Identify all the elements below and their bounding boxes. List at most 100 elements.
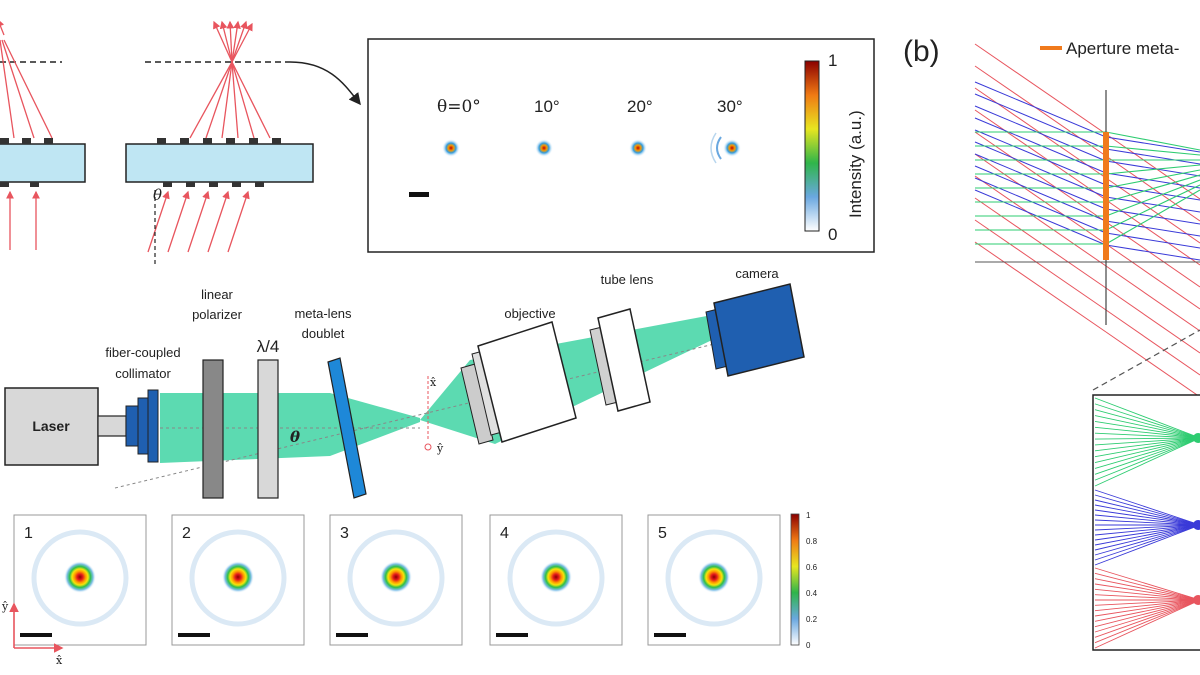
focus-ray [1094, 524, 1200, 541]
focus-ray [1094, 599, 1200, 633]
focus-ray [1094, 599, 1200, 612]
ray-green [1105, 189, 1200, 245]
linear-polarizer [202, 359, 224, 499]
substrate-right [125, 143, 314, 183]
spot-label-2: 2 [182, 525, 191, 542]
panel-b: (b) Aperture meta- [903, 35, 1200, 651]
focus-ray [1094, 524, 1200, 546]
ray-red [1105, 243, 1200, 310]
ray-red [974, 65, 1107, 157]
ray-green [1105, 131, 1200, 151]
ray-blue [974, 93, 1107, 150]
ray-red [1105, 177, 1200, 244]
spot-tile-4: 4 [489, 514, 623, 646]
ray-red [974, 43, 1107, 135]
polarizer-label-1: linear [201, 287, 233, 302]
substrate-left [0, 143, 86, 183]
focus-ray [1094, 499, 1200, 526]
polarizer-label-2: polarizer [192, 307, 243, 322]
focus-ray [1094, 588, 1200, 601]
focus-ray [1094, 437, 1200, 458]
spot-cbar-tick-0.4: 0.4 [806, 589, 818, 598]
angle-label-3: 30° [717, 97, 743, 116]
collimator-label-1: fiber-coupled [105, 345, 180, 360]
focus-ray [1094, 524, 1200, 561]
spot-tile-3: 3 [329, 514, 463, 646]
tube-lens [589, 308, 651, 412]
focus-ray [1094, 572, 1200, 601]
tube-lens-label: tube lens [601, 272, 654, 287]
ray-blue [974, 129, 1107, 186]
focus-ray [1094, 403, 1200, 439]
focus-ray [1094, 437, 1200, 475]
focus-ray [1094, 437, 1200, 481]
ray-green [1105, 174, 1200, 203]
focus-ray [1094, 437, 1200, 446]
waveplate-label: λ/4 [257, 337, 280, 356]
collimator [125, 389, 159, 463]
ray-blue [974, 141, 1107, 198]
focus-ray [1094, 599, 1200, 606]
ray-blue [974, 189, 1107, 246]
metalens-schematic-left [0, 18, 86, 250]
spot-cbar-tick-0.6: 0.6 [806, 563, 818, 572]
psf-spot-1 [535, 139, 553, 157]
ray-blue [1105, 244, 1200, 261]
ray-red [1105, 309, 1200, 376]
focus-fans [1094, 397, 1200, 649]
focus-ray [1094, 583, 1200, 601]
scale-bar-psf [409, 192, 429, 197]
spot-axis-x: x̂ [56, 654, 63, 667]
focus-ray [1094, 494, 1200, 526]
focus-ray [1094, 409, 1200, 439]
colorbar-max: 1 [828, 51, 837, 70]
ray-red [974, 153, 1107, 245]
focus-ray [1094, 489, 1200, 526]
ray-blue [974, 165, 1107, 222]
ray-blue [1105, 160, 1200, 177]
spot-label-1: 1 [24, 525, 33, 542]
spot-axis-y: ŷ [1, 600, 9, 613]
ray-blue [1105, 136, 1200, 153]
focus-ray [1094, 519, 1200, 526]
ray-red [974, 241, 1107, 333]
spot-tile-5: 5 [647, 514, 781, 646]
ray-red [974, 109, 1107, 201]
theta-label: θ [153, 186, 162, 204]
ray-green [1105, 179, 1200, 217]
focus-ray [1094, 426, 1200, 439]
focus-ray [1094, 599, 1200, 644]
spot-label-5: 5 [658, 525, 667, 542]
spot-label-3: 3 [340, 525, 349, 542]
focus-ray [1094, 437, 1200, 440]
metalens-label-2: doublet [302, 326, 345, 341]
focus-ray [1094, 524, 1200, 556]
ray-blue [1105, 184, 1200, 201]
focus-ray [1094, 415, 1200, 439]
focal-x-axis: x̂ [430, 376, 437, 389]
spot-label-4: 4 [500, 525, 509, 542]
ray-red [974, 131, 1107, 223]
aperture-metalens [1103, 132, 1109, 260]
focus-ray [1094, 421, 1200, 439]
metalens-label-1: meta-lens [294, 306, 352, 321]
colorbar-label: Intensity (a.u.) [846, 110, 865, 218]
ray-blue [1105, 232, 1200, 249]
metalens-doublet [327, 357, 367, 499]
ray-blue [1105, 196, 1200, 213]
focus-ray [1094, 567, 1200, 601]
psf-spot-3 [723, 139, 741, 157]
angle-psf-panel: θ=0° 10° 20° 30° 1 0 Intensity (a.u.) [367, 38, 875, 253]
spot-tile-1: 1 [13, 514, 147, 646]
focus-ray [1094, 437, 1200, 487]
spot-cbar-tick-0.2: 0.2 [806, 615, 818, 624]
psf-spot-2 [629, 139, 647, 157]
focus-ray [1094, 599, 1200, 628]
psf-side-lobe [716, 136, 722, 160]
angle-label-1: 10° [534, 97, 560, 116]
objective-label: objective [504, 306, 555, 321]
focus-ray [1094, 599, 1200, 622]
focus-ray [1094, 524, 1200, 536]
focal-point [1193, 520, 1200, 530]
